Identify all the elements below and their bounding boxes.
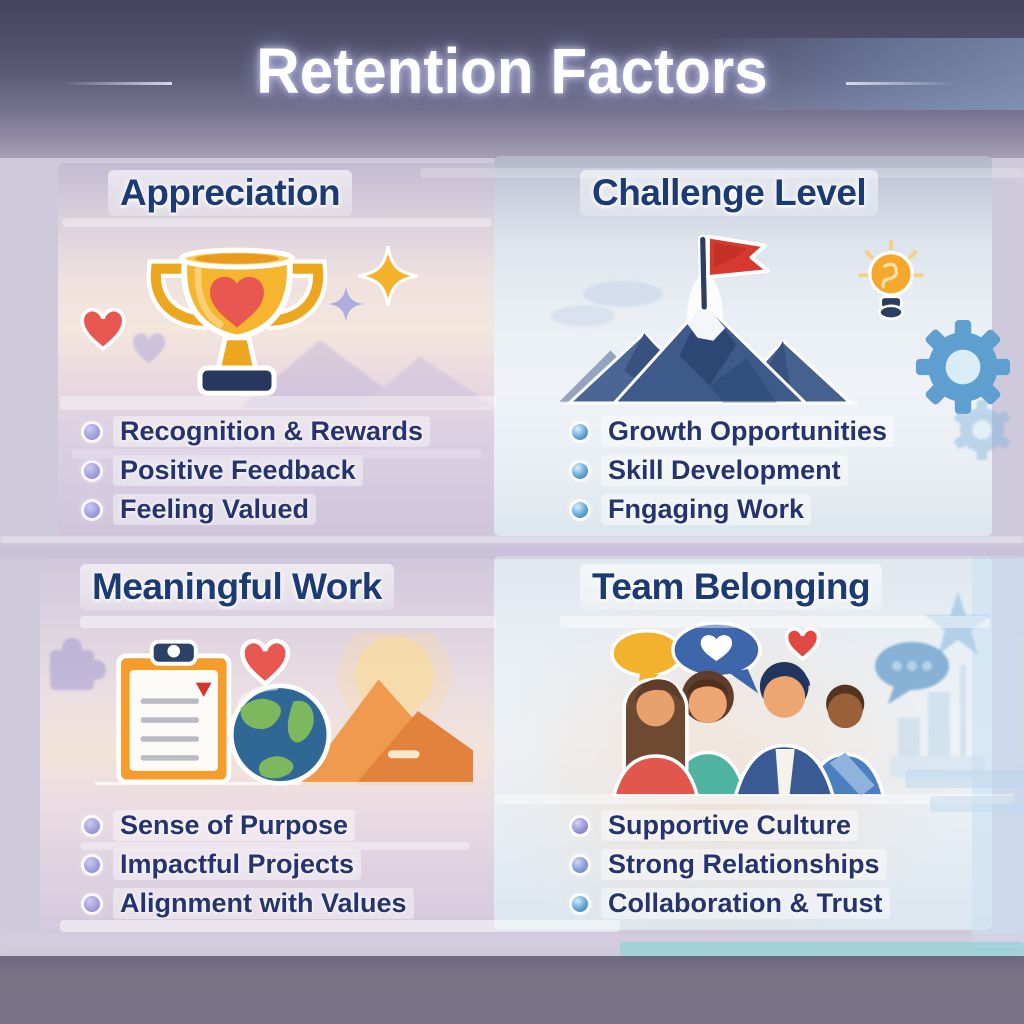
speech-bubble-ellipsis-icon: [875, 642, 949, 704]
texture-streak: [60, 920, 620, 932]
people-with-speech-bubbles-icon: [610, 622, 886, 796]
list-appreciation: Recognition & Rewards Positive Feedback …: [84, 412, 431, 529]
header-accent-line-left: [62, 82, 172, 85]
backdrop-mountains-icon: [240, 340, 496, 408]
bullet-label: Feeling Valued: [113, 494, 317, 525]
list-item: Fngaging Work: [572, 490, 894, 529]
clouds-icon: [551, 281, 663, 327]
bullet-dot-icon: [572, 462, 588, 479]
texture-streak: [80, 616, 496, 628]
list-challenge: Growth Opportunities Skill Development F…: [572, 412, 894, 529]
puzzle-icon: [50, 638, 106, 690]
heart-icon: [80, 307, 126, 352]
bullet-dot-icon: [572, 817, 588, 834]
bullet-label: Collaboration & Trust: [601, 888, 890, 919]
heading-meaningful: Meaningful Work: [80, 564, 394, 610]
list-item: Impactful Projects: [84, 845, 414, 884]
page-title: Retention Factors: [256, 35, 768, 107]
mountain-with-flag-icon: [558, 234, 858, 405]
bullet-dot-icon: [84, 817, 100, 834]
list-item: Skill Development: [572, 451, 894, 490]
bullet-dot-icon: [84, 462, 100, 479]
bullet-dot-icon: [84, 856, 100, 873]
teal-streak: [620, 942, 1024, 956]
bullet-dot-icon: [572, 895, 588, 912]
footer-band: [0, 956, 1024, 1024]
list-item: Alignment with Values: [84, 884, 414, 923]
bullet-dot-icon: [572, 501, 588, 518]
person-icon: [733, 662, 835, 796]
header-accent-line-right: [846, 82, 956, 85]
texture-streak: [0, 545, 1024, 559]
bullet-label: Supportive Culture: [601, 810, 859, 841]
list-item: Strong Relationships: [572, 845, 890, 884]
bullet-label: Skill Development: [601, 455, 848, 486]
bullet-dot-icon: [84, 423, 100, 440]
header-band: [0, 0, 1024, 158]
texture-streak: [930, 796, 1024, 812]
list-item: Feeling Valued: [84, 490, 430, 529]
heart-icon: [784, 627, 821, 662]
panel-appreciation: [58, 163, 496, 535]
star-icon: [924, 591, 992, 655]
list-item: Collaboration & Trust: [572, 884, 890, 923]
texture-streak: [560, 616, 990, 628]
texture-streak: [420, 168, 1024, 178]
texture-streak: [80, 842, 470, 850]
list-item: Growth Opportunities: [572, 412, 894, 451]
list-team: Supportive Culture Strong Relationships …: [572, 806, 890, 923]
lightbulb-icon: [858, 239, 924, 320]
texture-streak: [72, 449, 482, 459]
bullet-label: Growth Opportunities: [601, 416, 894, 447]
bullet-label: Recognition & Rewards: [113, 416, 431, 447]
bullet-label: Sense of Purpose: [113, 810, 356, 841]
bullet-dot-icon: [84, 501, 100, 518]
person-icon: [611, 677, 700, 796]
texture-streak: [0, 536, 1024, 543]
gear-icon: [954, 400, 1010, 460]
bullet-label: Fngaging Work: [601, 494, 811, 525]
heart-icon: [133, 333, 165, 364]
bullet-dot-icon: [572, 423, 588, 440]
bar-chart-icon: [890, 665, 986, 778]
texture-streak: [905, 770, 1024, 788]
heart-icon: [240, 638, 291, 687]
texture-streak: [495, 794, 1015, 804]
gear-icon: [916, 320, 1010, 414]
speech-bubble-heart-icon: [671, 622, 762, 694]
trophy-icon: [146, 247, 328, 396]
texture-streak: [62, 218, 492, 227]
bullet-dot-icon: [572, 856, 588, 873]
bullet-label: Strong Relationships: [601, 849, 887, 880]
texture-streak: [60, 396, 496, 410]
heading-appreciation: Appreciation: [108, 170, 353, 216]
bullet-label: Impactful Projects: [113, 849, 362, 880]
list-item: Positive Feedback: [84, 451, 430, 490]
heading-challenge: Challenge Level: [580, 170, 879, 216]
list-item: Sense of Purpose: [84, 806, 414, 845]
list-meaningful: Sense of Purpose Impactful Projects Alig…: [84, 806, 414, 923]
clipboard-heart-globe-icon: [95, 632, 473, 786]
list-item: Recognition & Rewards: [84, 412, 431, 451]
list-item: Supportive Culture: [572, 806, 890, 845]
heading-team: Team Belonging: [580, 564, 883, 610]
bullet-dot-icon: [84, 895, 100, 912]
bullet-label: Positive Feedback: [113, 455, 363, 486]
sparkle-icon: [328, 286, 364, 322]
globe-icon: [228, 683, 332, 786]
sparkle-icon: [358, 246, 418, 306]
bullet-label: Alignment with Values: [113, 888, 414, 919]
